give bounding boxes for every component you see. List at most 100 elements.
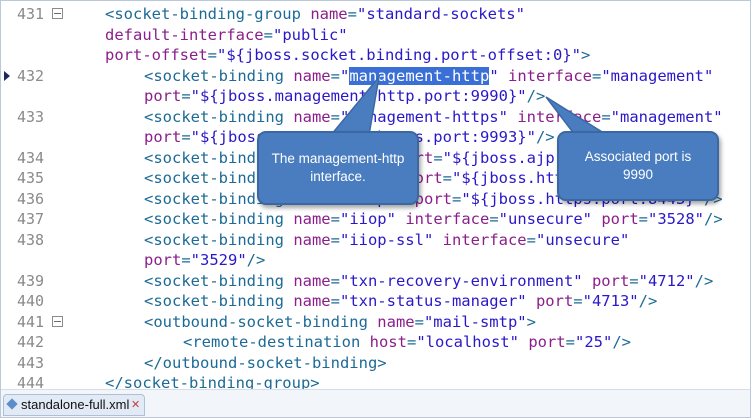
code-token: "txn-status-manager" [339, 292, 527, 310]
code-text: <remote-destination host="localhost" por… [183, 331, 631, 353]
code-line[interactable]: 442 <remote-destination host="localhost" … [1, 331, 750, 353]
code-token: name [293, 292, 331, 310]
line-gutter: 433 [1, 106, 71, 128]
code-text: </outbound-socket-binding> [144, 352, 387, 374]
code-token: = [330, 210, 340, 228]
code-line[interactable]: 432<socket-binding name="management-http… [1, 65, 750, 87]
fold-collapse-icon[interactable] [52, 8, 63, 19]
code-token: "4713" [582, 292, 639, 310]
code-token: = [414, 312, 424, 331]
xml-file-icon [6, 398, 18, 410]
code-token: port [591, 271, 630, 290]
code-token: <outbound-socket-binding [144, 312, 378, 331]
code-token: <socket-binding [144, 189, 294, 208]
code-token [508, 108, 517, 126]
close-icon[interactable]: ✕ [131, 399, 141, 411]
code-text: <socket-binding name="txn-status-manager… [144, 290, 657, 312]
fold-collapse-icon[interactable] [52, 315, 63, 327]
line-gutter: 444 [1, 372, 71, 389]
code-text: default-interface="public" [105, 24, 348, 46]
code-token: name [293, 66, 331, 85]
line-gutter: 431 [1, 3, 71, 25]
code-line[interactable]: 431<socket-binding-group name="standard-… [1, 3, 750, 25]
code-token: <socket-binding [144, 230, 294, 249]
code-token [583, 272, 592, 290]
code-token: = [330, 66, 340, 85]
line-number: 437 [17, 210, 45, 228]
code-line[interactable]: 440<socket-binding name="txn-status-mana… [1, 290, 750, 312]
code-token: port [535, 292, 574, 310]
code-token: = [442, 169, 452, 187]
tab-standalone-full-xml[interactable]: standalone-full.xml ✕ [3, 394, 145, 416]
code-token [433, 231, 442, 249]
code-token: = [330, 292, 340, 310]
code-token: "localhost" [416, 333, 519, 351]
code-token: "unsecure" [536, 230, 630, 249]
code-token: = [433, 148, 443, 167]
code-token: "mail-smtp" [423, 312, 527, 331]
line-number: 439 [17, 271, 45, 290]
code-editor[interactable]: 431<socket-binding-group name="standard-… [1, 1, 750, 389]
code-line[interactable]: port-offset="${jboss.socket.binding.port… [1, 44, 750, 66]
line-gutter: 435 [1, 167, 71, 189]
code-line[interactable]: 444</socket-binding-group> [1, 372, 750, 389]
code-token: = [629, 271, 639, 290]
code-line[interactable]: 439 <socket-binding name="txn-recovery-en… [1, 270, 750, 292]
code-token: name [310, 5, 348, 23]
code-token: <socket-binding-group [105, 5, 311, 23]
code-token: = [330, 271, 340, 290]
code-line[interactable]: 438<socket-binding name="iiop-ssl" inter… [1, 229, 750, 251]
line-gutter [1, 44, 71, 66]
code-token: "${jboss.management.http.port:9990}" [190, 87, 527, 105]
line-gutter: 442 [1, 331, 71, 353]
code-token: /> [526, 87, 546, 105]
code-token: = [592, 66, 602, 85]
code-line[interactable]: 433<socket-binding name="management-http… [1, 106, 750, 128]
code-token: name [293, 107, 331, 126]
code-token: = [526, 230, 536, 249]
callout-interface-text: The management-http interface. [271, 151, 405, 184]
editor-tab-bar: standalone-full.xml ✕ [1, 389, 750, 417]
code-line[interactable]: 437<socket-binding name="iiop" interface… [1, 208, 750, 230]
code-token: <socket-binding [144, 210, 294, 228]
code-token: port [601, 210, 639, 228]
line-gutter: 438 [1, 229, 71, 251]
code-line[interactable]: 443</outbound-socket-binding> [1, 352, 750, 374]
code-token: <socket-binding [144, 66, 294, 85]
code-token: = [181, 87, 191, 105]
tab-label: standalone-full.xml [21, 397, 130, 412]
code-token: "public" [272, 25, 348, 44]
code-token: name [377, 312, 415, 331]
code-token: "unsecure" [498, 210, 592, 228]
code-line[interactable]: 441 <outbound-socket-binding name="mail-s… [1, 311, 750, 333]
code-token: <socket-binding [144, 271, 294, 290]
line-gutter: 441 [1, 311, 71, 333]
code-token: /> [535, 128, 555, 146]
code-token: "management" [601, 66, 714, 85]
line-gutter: 434 [1, 147, 71, 169]
code-text: <socket-binding name="txn-recovery-envir… [144, 270, 713, 292]
code-line[interactable]: port="${jboss.management.http.port:9990}… [1, 85, 750, 107]
line-gutter: 439 [1, 270, 71, 292]
code-token: = [330, 230, 340, 249]
code-token: interface [508, 66, 592, 85]
line-gutter: 437 [1, 208, 71, 230]
code-token: = [330, 107, 340, 126]
code-token: /> [246, 251, 266, 269]
code-token: > [580, 46, 591, 64]
code-token: = [638, 210, 649, 228]
code-token: port [144, 87, 182, 105]
line-gutter [1, 85, 71, 107]
code-token: "${jboss.socket.binding.port-offset:0}" [217, 46, 581, 64]
code-line[interactable]: port="3529"/> [1, 249, 750, 271]
code-token [499, 67, 508, 85]
code-token: > [526, 312, 536, 331]
code-token: "25" [574, 333, 613, 351]
line-gutter: 436 [1, 188, 71, 210]
code-token: "iiop-ssl" [339, 230, 434, 249]
code-token: "standard-sockets" [356, 5, 525, 23]
code-line[interactable]: default-interface="public" [1, 24, 750, 46]
line-number: 432 [17, 66, 45, 85]
code-token: "4712" [638, 271, 695, 290]
code-token: <socket-binding [144, 169, 294, 187]
